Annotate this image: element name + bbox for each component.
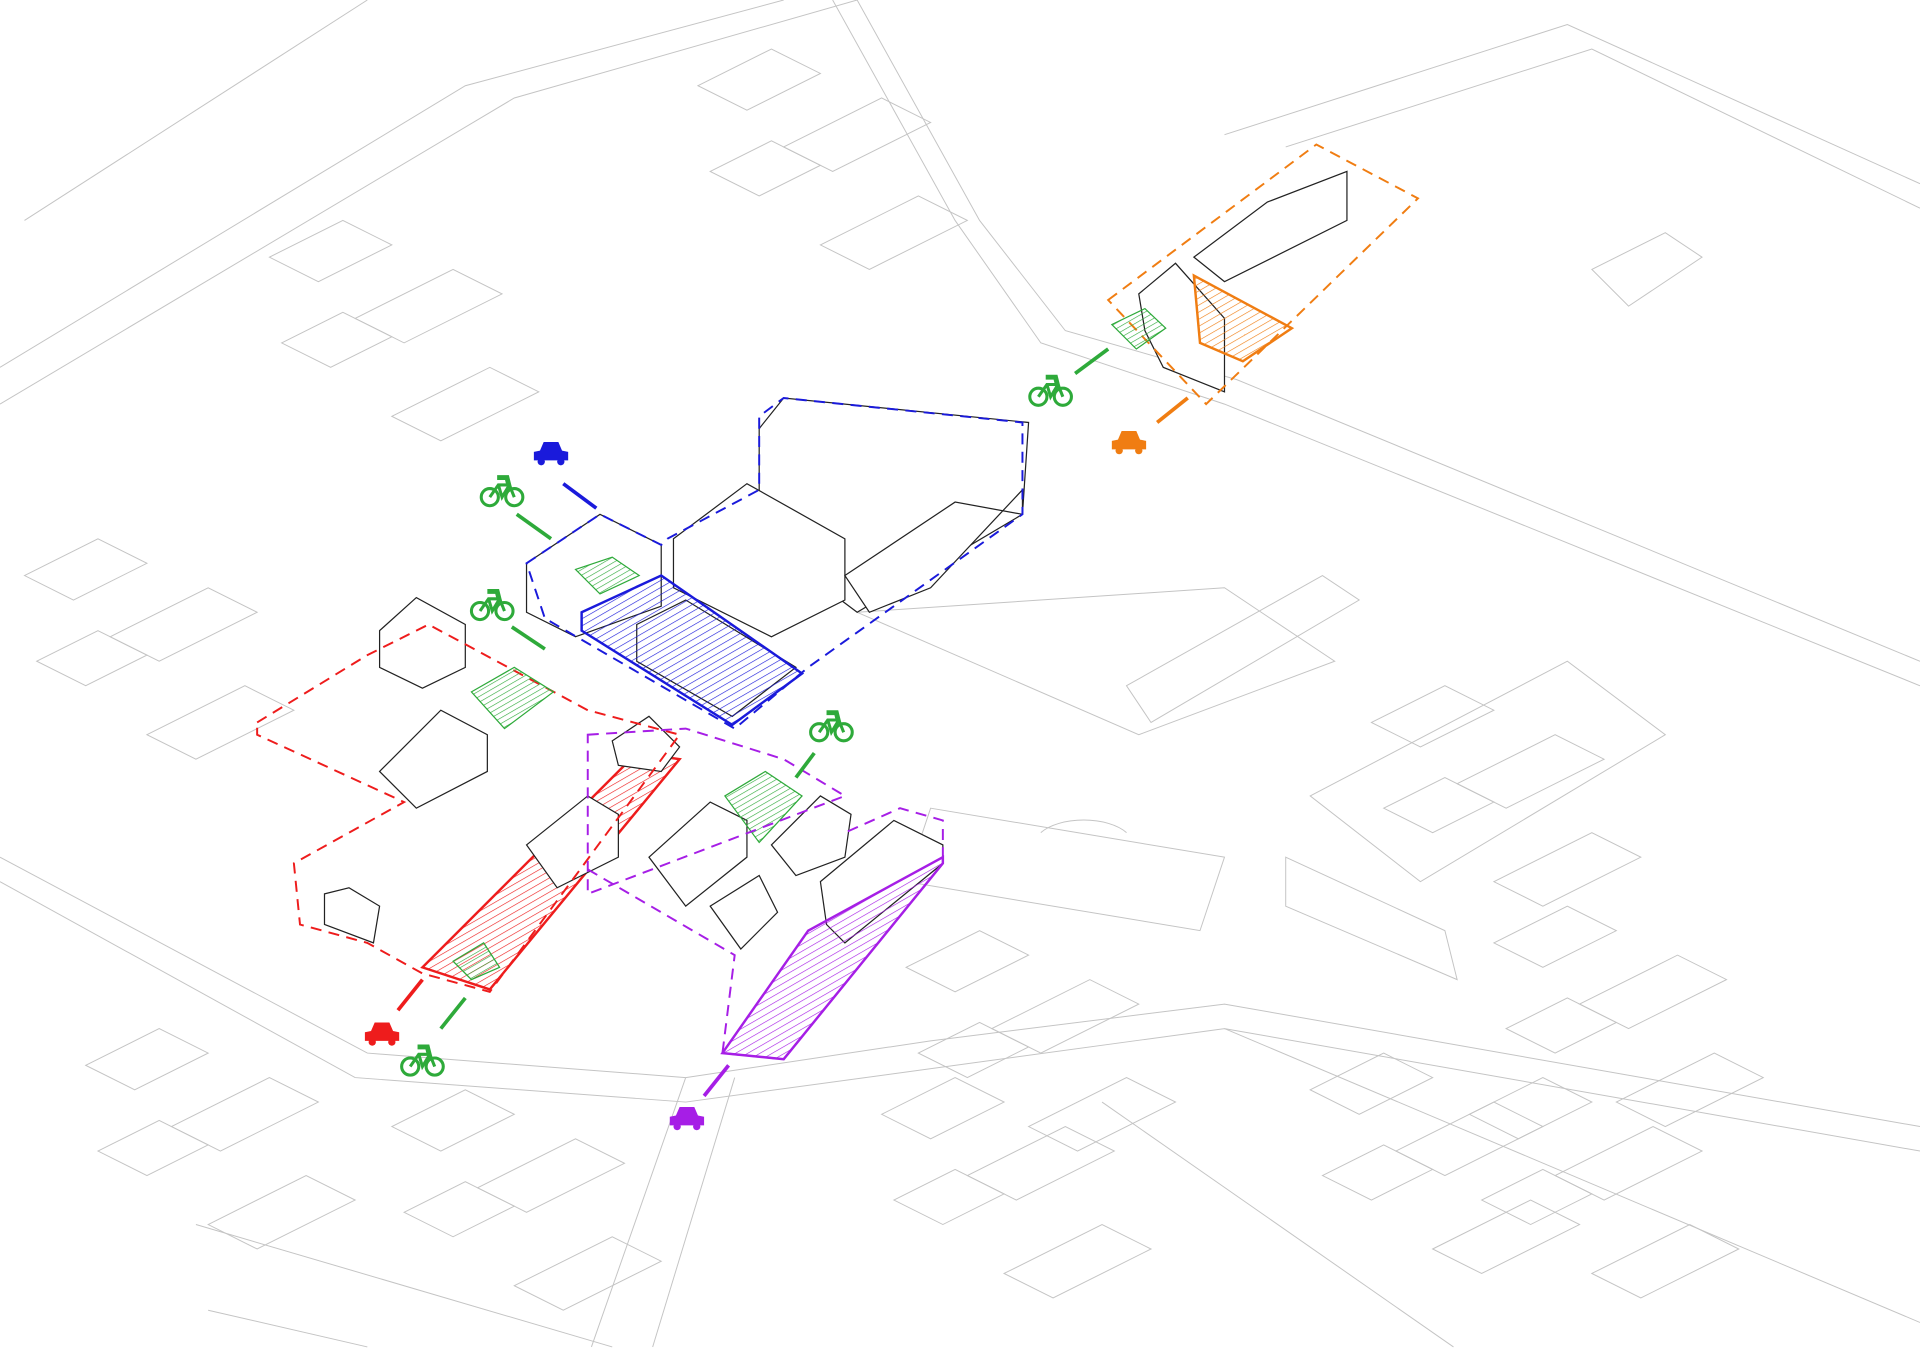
car-icon — [364, 1022, 400, 1046]
arrow-icon — [1155, 396, 1189, 424]
arrow-icon — [562, 482, 598, 510]
bicycle-icon — [1030, 365, 1072, 405]
car-icon — [533, 442, 569, 466]
bicycle-icon — [481, 465, 523, 505]
access-icons — [364, 347, 1189, 1131]
zone-blue — [525, 396, 1030, 730]
bike-arrows — [439, 347, 1110, 1030]
arrow-icon — [702, 1064, 731, 1098]
bicycle-icon — [811, 700, 853, 740]
zone-orange — [1106, 143, 1420, 406]
car-icon — [669, 1106, 705, 1131]
bicycle-icon — [402, 1035, 444, 1075]
zone-purple — [586, 727, 945, 1061]
bicycle-icon — [471, 579, 513, 619]
arrow-icon — [396, 978, 424, 1012]
zone-red — [256, 596, 682, 993]
car-icon — [1111, 431, 1147, 455]
